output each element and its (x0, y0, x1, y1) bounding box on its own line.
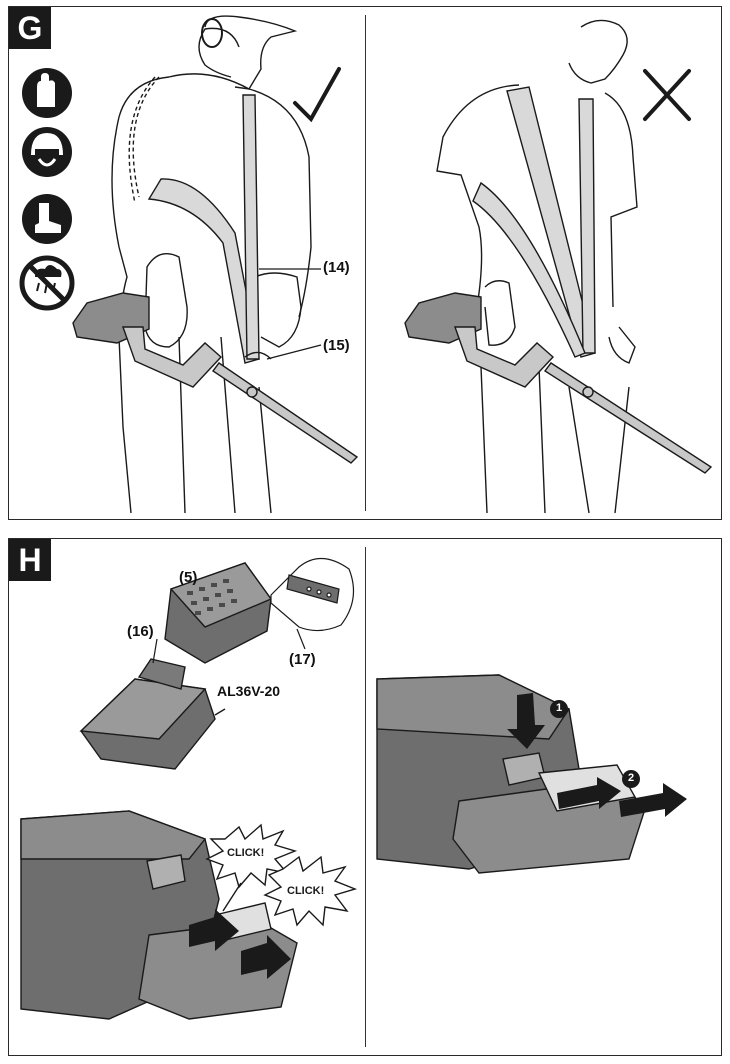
press-arrow-icon (507, 693, 545, 749)
callout-led: (17) (289, 651, 316, 668)
battery-insertion-illustration (20, 557, 687, 1020)
trimmer-body-insert (20, 810, 298, 1020)
step-label-1: 1 (555, 702, 563, 714)
battery-pack (164, 562, 273, 664)
shoulder-strap-wrong (472, 86, 596, 358)
correct-wearing-illustration (19, 15, 713, 514)
click-label-2: CLICK! (287, 885, 325, 897)
insert-arrow-icon (189, 909, 239, 951)
callout-strap: (14) (323, 259, 350, 276)
checkmark-icon (293, 67, 341, 123)
section-badge-h: H (9, 539, 51, 581)
callout-hook: (15) (323, 337, 350, 354)
click-burst (263, 855, 358, 927)
step-label-2: 2 (627, 772, 635, 784)
helmet-visor-icon (22, 127, 72, 177)
section-badge-g: G (9, 7, 51, 49)
no-rain-icon (19, 255, 75, 311)
gloves-icon (22, 68, 72, 118)
panel-divider (365, 15, 366, 511)
shoulder-strap (147, 94, 260, 364)
click-burst (205, 823, 298, 889)
pull-arrow-icon (557, 777, 687, 817)
callout-battery: (5) (179, 569, 198, 586)
person-incorrect (436, 19, 638, 514)
cross-icon (643, 69, 691, 121)
charger-model-label: AL36V-20 (217, 683, 281, 699)
click-label-1: CLICK! (227, 847, 265, 859)
panel-divider (365, 547, 366, 1047)
charger (79, 658, 226, 770)
person-correct (111, 15, 312, 514)
trimmer-tool-correct (72, 292, 359, 464)
insert-arrow-icon (241, 935, 291, 979)
trimmer-body-remove (376, 674, 646, 874)
boots-icon (22, 194, 72, 244)
step-number-2 (622, 770, 640, 788)
panel-g-correct-carrying: G (8, 6, 722, 520)
callout-charger: (16) (127, 623, 154, 640)
step-number-1 (550, 700, 568, 718)
panel-h-battery-charging: H (8, 538, 722, 1056)
trimmer-tool-incorrect (404, 292, 713, 474)
battery-led-detail (270, 557, 355, 632)
